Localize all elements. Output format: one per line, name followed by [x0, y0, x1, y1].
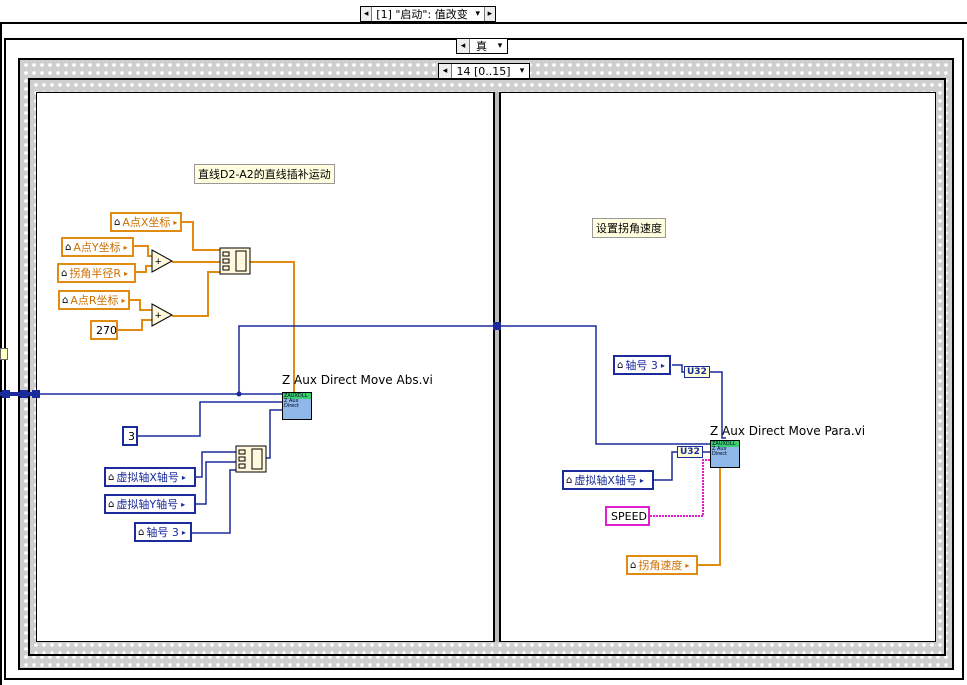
vi-move-para-icon[interactable]: ZAUXDLL Z Aux Direct: [710, 440, 740, 468]
add-node-2[interactable]: [151, 303, 174, 327]
house-icon: ⌂: [566, 474, 573, 486]
constant-3[interactable]: 3: [122, 426, 138, 446]
control-corner-speed[interactable]: ⌂ 拐角速度 ▸: [626, 555, 698, 575]
house-icon: ⌂: [617, 359, 624, 371]
indicator-arrow-icon: ▸: [173, 217, 178, 227]
vi-label-move-para: Z Aux Direct Move Para.vi: [710, 424, 866, 438]
indicator-arrow-icon: ▸: [685, 560, 690, 570]
indicator-arrow-icon: ▸: [181, 527, 186, 537]
vi-label-move-abs: Z Aux Direct Move Abs.vi: [282, 373, 433, 387]
control-a-y-coordinate[interactable]: ⌂ A点Y坐标 ▸: [61, 237, 134, 257]
control-label: 拐角半径R: [69, 267, 122, 280]
tunnel: [20, 390, 28, 398]
constant-270[interactable]: 270: [90, 320, 118, 340]
control-label: A点R坐标: [70, 294, 119, 307]
chevron-down-icon[interactable]: ▾: [475, 9, 480, 19]
frame-comment-right: 设置拐角速度: [592, 218, 666, 238]
control-virtual-x-axis[interactable]: ⌂ 虚拟轴X轴号 ▸: [104, 467, 196, 487]
control-label: A点Y坐标: [73, 241, 121, 254]
sequence-selector[interactable]: ◂ 14 [0..15] ▾: [438, 63, 530, 79]
chevron-down-icon[interactable]: ▾: [519, 66, 525, 76]
tunnel: [2, 390, 10, 398]
control-a-r-coordinate[interactable]: ⌂ A点R坐标 ▸: [58, 290, 130, 310]
house-icon: ⌂: [61, 267, 68, 279]
control-label: 虚拟轴Y轴号: [116, 498, 179, 511]
indicator-arrow-icon: ▸: [181, 472, 186, 482]
control-corner-radius[interactable]: ⌂ 拐角半径R ▸: [57, 263, 136, 283]
u32-conversion-node[interactable]: U32: [677, 446, 703, 458]
event-data-node-icon: [0, 348, 8, 360]
prev-frame-arrow-icon[interactable]: ◂: [439, 64, 452, 78]
indicator-arrow-icon: ▸: [181, 499, 186, 509]
control-virtual-x-axis-right[interactable]: ⌂ 虚拟轴X轴号 ▸: [562, 470, 654, 490]
prev-case-arrow-icon[interactable]: ◂: [457, 39, 470, 53]
next-case-arrow-icon[interactable]: ▸: [483, 7, 496, 21]
house-icon: ⌂: [138, 526, 145, 538]
indicator-arrow-icon: ▸: [123, 242, 128, 252]
wire-junction: [236, 391, 242, 397]
house-icon: ⌂: [114, 216, 121, 228]
indicator-arrow-icon: ▸: [660, 360, 665, 370]
sequence-tunnel: [493, 322, 501, 330]
frame-comment-left: 直线D2-A2的直线插补运动: [194, 164, 335, 184]
frame-divider: [494, 92, 500, 642]
house-icon: ⌂: [65, 241, 72, 253]
control-virtual-y-axis[interactable]: ⌂ 虚拟轴Y轴号 ▸: [104, 494, 196, 514]
chevron-down-icon[interactable]: ▾: [497, 41, 503, 51]
control-axis-3[interactable]: ⌂ 轴号 3 ▸: [134, 522, 192, 542]
control-label: 虚拟轴X轴号: [574, 474, 637, 487]
sequence-label: 14 [0..15]: [456, 64, 511, 78]
house-icon: ⌂: [108, 498, 115, 510]
indicator-arrow-icon: ▸: [121, 295, 126, 305]
house-icon: ⌂: [630, 559, 637, 571]
house-icon: ⌂: [62, 294, 69, 306]
right-sequence-frame: [500, 92, 936, 642]
case-label: 真: [476, 40, 487, 53]
event-case-label: [1] "启动": 值改变: [376, 8, 468, 21]
add-node-1[interactable]: [151, 249, 174, 273]
add-symbol: +: [155, 256, 161, 268]
house-icon: ⌂: [108, 471, 115, 483]
tunnel: [32, 390, 40, 398]
control-axis-3-right[interactable]: ⌂ 轴号 3 ▸: [613, 355, 671, 375]
control-label: 拐角速度: [638, 559, 683, 572]
constant-speed[interactable]: SPEED: [605, 506, 650, 526]
u32-conversion-node[interactable]: U32: [684, 366, 710, 378]
event-case-selector[interactable]: ◂ [1] "启动": 值改变 ▾ ▸: [360, 6, 496, 22]
control-a-x-coordinate[interactable]: ⌂ A点X坐标 ▸: [110, 212, 182, 232]
indicator-arrow-icon: ▸: [124, 268, 129, 278]
control-label: A点X坐标: [122, 216, 171, 229]
control-label: 轴号 3: [625, 359, 658, 372]
prev-case-arrow-icon[interactable]: ◂: [361, 7, 373, 21]
indicator-arrow-icon: ▸: [639, 475, 644, 485]
control-label: 虚拟轴X轴号: [116, 471, 179, 484]
add-symbol: +: [155, 310, 161, 322]
vi-move-abs-icon[interactable]: ZAUXDLL Z Aux Direct: [282, 392, 312, 420]
control-label: 轴号 3: [146, 526, 179, 539]
case-selector[interactable]: ◂ 真 ▾: [456, 38, 508, 54]
